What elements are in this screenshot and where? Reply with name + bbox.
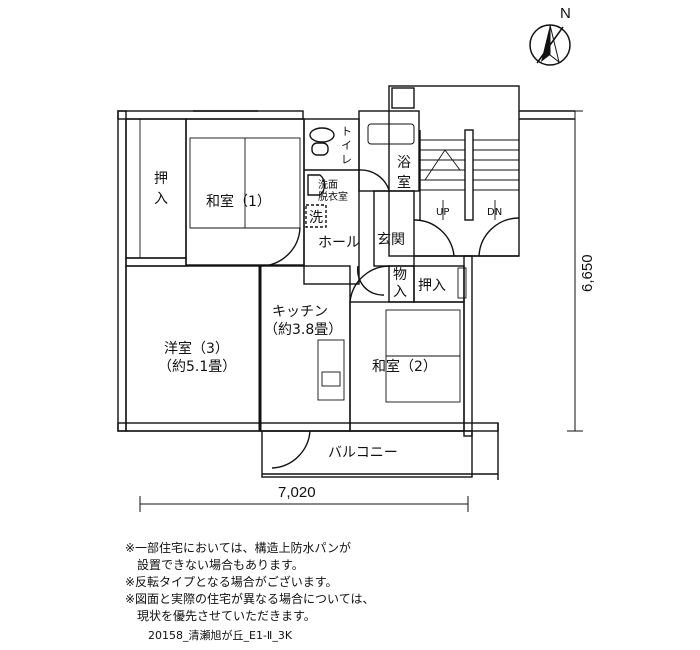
label-kitchen: キッチン [272,304,328,320]
depth-dimension: 6,650 [579,254,596,292]
label-washitsu1: 和室（1） [206,193,271,210]
label-oshiire-left-1: 押 [154,171,168,187]
label-kitchen-size: （約3.8畳） [264,322,342,338]
note-line-1: ※一部住宅においては、構造上防水パンが [125,541,352,555]
note-line-4: ※図面と実際の住宅が異なる場合については、 [125,592,375,606]
walls [117,85,575,480]
label-mono-2: 入 [393,284,407,300]
north-compass-icon [529,24,571,66]
compass-label: N [560,5,571,22]
label-dn: DN [487,207,502,218]
label-washitsu2: 和室（2） [372,358,437,375]
label-balcony: バルコニー [328,445,398,461]
label-youshitsu3-size: （約5.1畳） [158,359,236,375]
label-bath-1: 浴 [397,155,411,171]
label-sen: 洗 [309,210,323,226]
label-toilet-2: イ [341,139,352,152]
label-toilet-1: ト [341,125,352,138]
note-line-3: ※反転タイプとなる場合がございます。 [125,575,338,589]
plan-code: 20158_清瀬旭が丘_E1-Ⅱ_3K [148,629,293,642]
label-youshitsu3: 洋室（3） [164,340,229,357]
label-genkan: 玄関 [377,231,405,248]
label-up: UP [436,207,449,218]
width-dimension: 7,020 [278,484,316,501]
label-oshiire-center: 押入 [418,278,446,294]
label-oshiire-left-2: 入 [154,191,168,207]
label-hall: ホール [318,235,360,251]
note-line-2: 設置できない場合もあります。 [125,558,304,572]
label-senmen-2: 脱衣室 [318,190,348,203]
note-line-5: 現状を優先させていただきます。 [125,609,316,623]
label-toilet-3: レ [341,153,352,166]
dimension-lines [139,110,583,512]
label-bath-2: 室 [397,174,411,191]
label-mono-1: 物 [393,267,407,283]
label-senmen-1: 洗面 [318,179,338,191]
